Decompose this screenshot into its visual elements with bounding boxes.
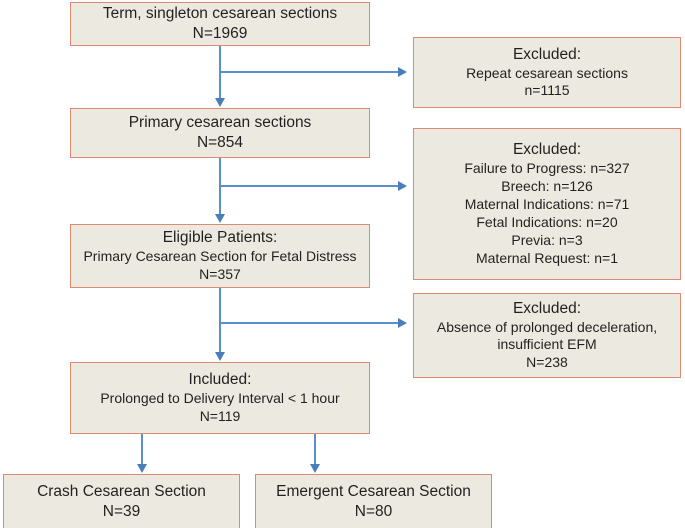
node-excluded-indications: Excluded: Failure to Progress: n=327 Bre… bbox=[413, 128, 681, 280]
arrowhead-right-primary-to-excluded-2 bbox=[398, 181, 407, 191]
connector-term-to-excluded-1 bbox=[219, 71, 399, 73]
arrowhead-down-primary-to-eligible bbox=[215, 214, 225, 223]
arrowhead-down-term-to-primary bbox=[215, 98, 225, 107]
node-excluded-3-reason-line-1: Absence of prolonged deceleration, bbox=[436, 318, 658, 335]
node-excluded-3-title: Excluded: bbox=[512, 299, 582, 317]
node-included-subtitle: Prolonged to Delivery Interval < 1 hour bbox=[100, 390, 340, 406]
arrowhead-down-included-to-emergent bbox=[310, 464, 320, 473]
connector-included-to-emergent bbox=[314, 434, 316, 465]
node-excluded-1-count: n=1115 bbox=[524, 82, 570, 99]
node-crash-title: Crash Cesarean Section bbox=[37, 483, 206, 501]
node-excluded-1-title: Excluded: bbox=[512, 45, 582, 63]
node-included-title: Included: bbox=[188, 371, 252, 389]
connector-primary-to-excluded-2 bbox=[219, 185, 399, 187]
node-eligible-subtitle: Primary Cesarean Section for Fetal Distr… bbox=[83, 248, 357, 264]
node-excluded-2-reason-0: Failure to Progress: n=327 bbox=[464, 160, 630, 177]
node-primary-count: N=854 bbox=[196, 134, 244, 151]
node-crash-cesarean-section: Crash Cesarean Section N=39 bbox=[3, 474, 240, 528]
node-crash-count: N=39 bbox=[102, 503, 141, 520]
node-excluded-2-reason-4: Previa: n=3 bbox=[511, 231, 583, 248]
node-excluded-3-count: N=238 bbox=[526, 354, 568, 371]
connector-eligible-to-excluded-3 bbox=[219, 322, 399, 324]
node-excluded-2-reason-2: Maternal Indications: n=71 bbox=[464, 196, 630, 212]
node-excluded-2-reason-3: Fetal Indications: n=20 bbox=[476, 213, 618, 230]
node-term-count: N=1969 bbox=[192, 25, 248, 42]
arrowhead-right-eligible-to-excluded-3 bbox=[398, 318, 407, 328]
node-excluded-2-title: Excluded: bbox=[512, 141, 582, 159]
node-term-title: Term, singleton cesarean sections bbox=[102, 5, 338, 23]
node-eligible-patients: Eligible Patients: Primary Cesarean Sect… bbox=[70, 224, 370, 288]
node-emergent-cesarean-section: Emergent Cesarean Section N=80 bbox=[255, 474, 492, 528]
node-excluded-2-reason-1: Breech: n=126 bbox=[501, 178, 593, 195]
node-term-singleton-cesarean: Term, singleton cesarean sections N=1969 bbox=[70, 2, 370, 46]
node-excluded-2-reason-5: Maternal Request: n=1 bbox=[475, 249, 619, 266]
node-included: Included: Prolonged to Delivery Interval… bbox=[70, 362, 370, 434]
node-excluded-3-reason-line-2: insufficient EFM bbox=[497, 336, 597, 353]
arrowhead-right-term-to-excluded-1 bbox=[398, 67, 407, 77]
node-emergent-count: N=80 bbox=[354, 503, 393, 520]
node-eligible-title: Eligible Patients: bbox=[162, 229, 278, 247]
node-emergent-title: Emergent Cesarean Section bbox=[276, 483, 471, 501]
node-included-count: N=119 bbox=[199, 407, 241, 424]
arrowhead-down-eligible-to-included bbox=[215, 352, 225, 361]
node-excluded-1-reason: Repeat cesarean sections bbox=[466, 64, 628, 81]
connector-included-to-crash bbox=[141, 434, 143, 465]
node-excluded-insufficient-efm: Excluded: Absence of prolonged decelerat… bbox=[413, 293, 681, 378]
node-primary-title: Primary cesarean sections bbox=[128, 114, 312, 132]
node-primary-cesarean: Primary cesarean sections N=854 bbox=[70, 108, 370, 158]
arrowhead-down-included-to-crash bbox=[137, 464, 147, 473]
node-eligible-count: N=357 bbox=[199, 265, 241, 282]
connector-eligible-to-included bbox=[219, 288, 221, 353]
node-excluded-repeat-cesarean: Excluded: Repeat cesarean sections n=111… bbox=[413, 37, 681, 108]
